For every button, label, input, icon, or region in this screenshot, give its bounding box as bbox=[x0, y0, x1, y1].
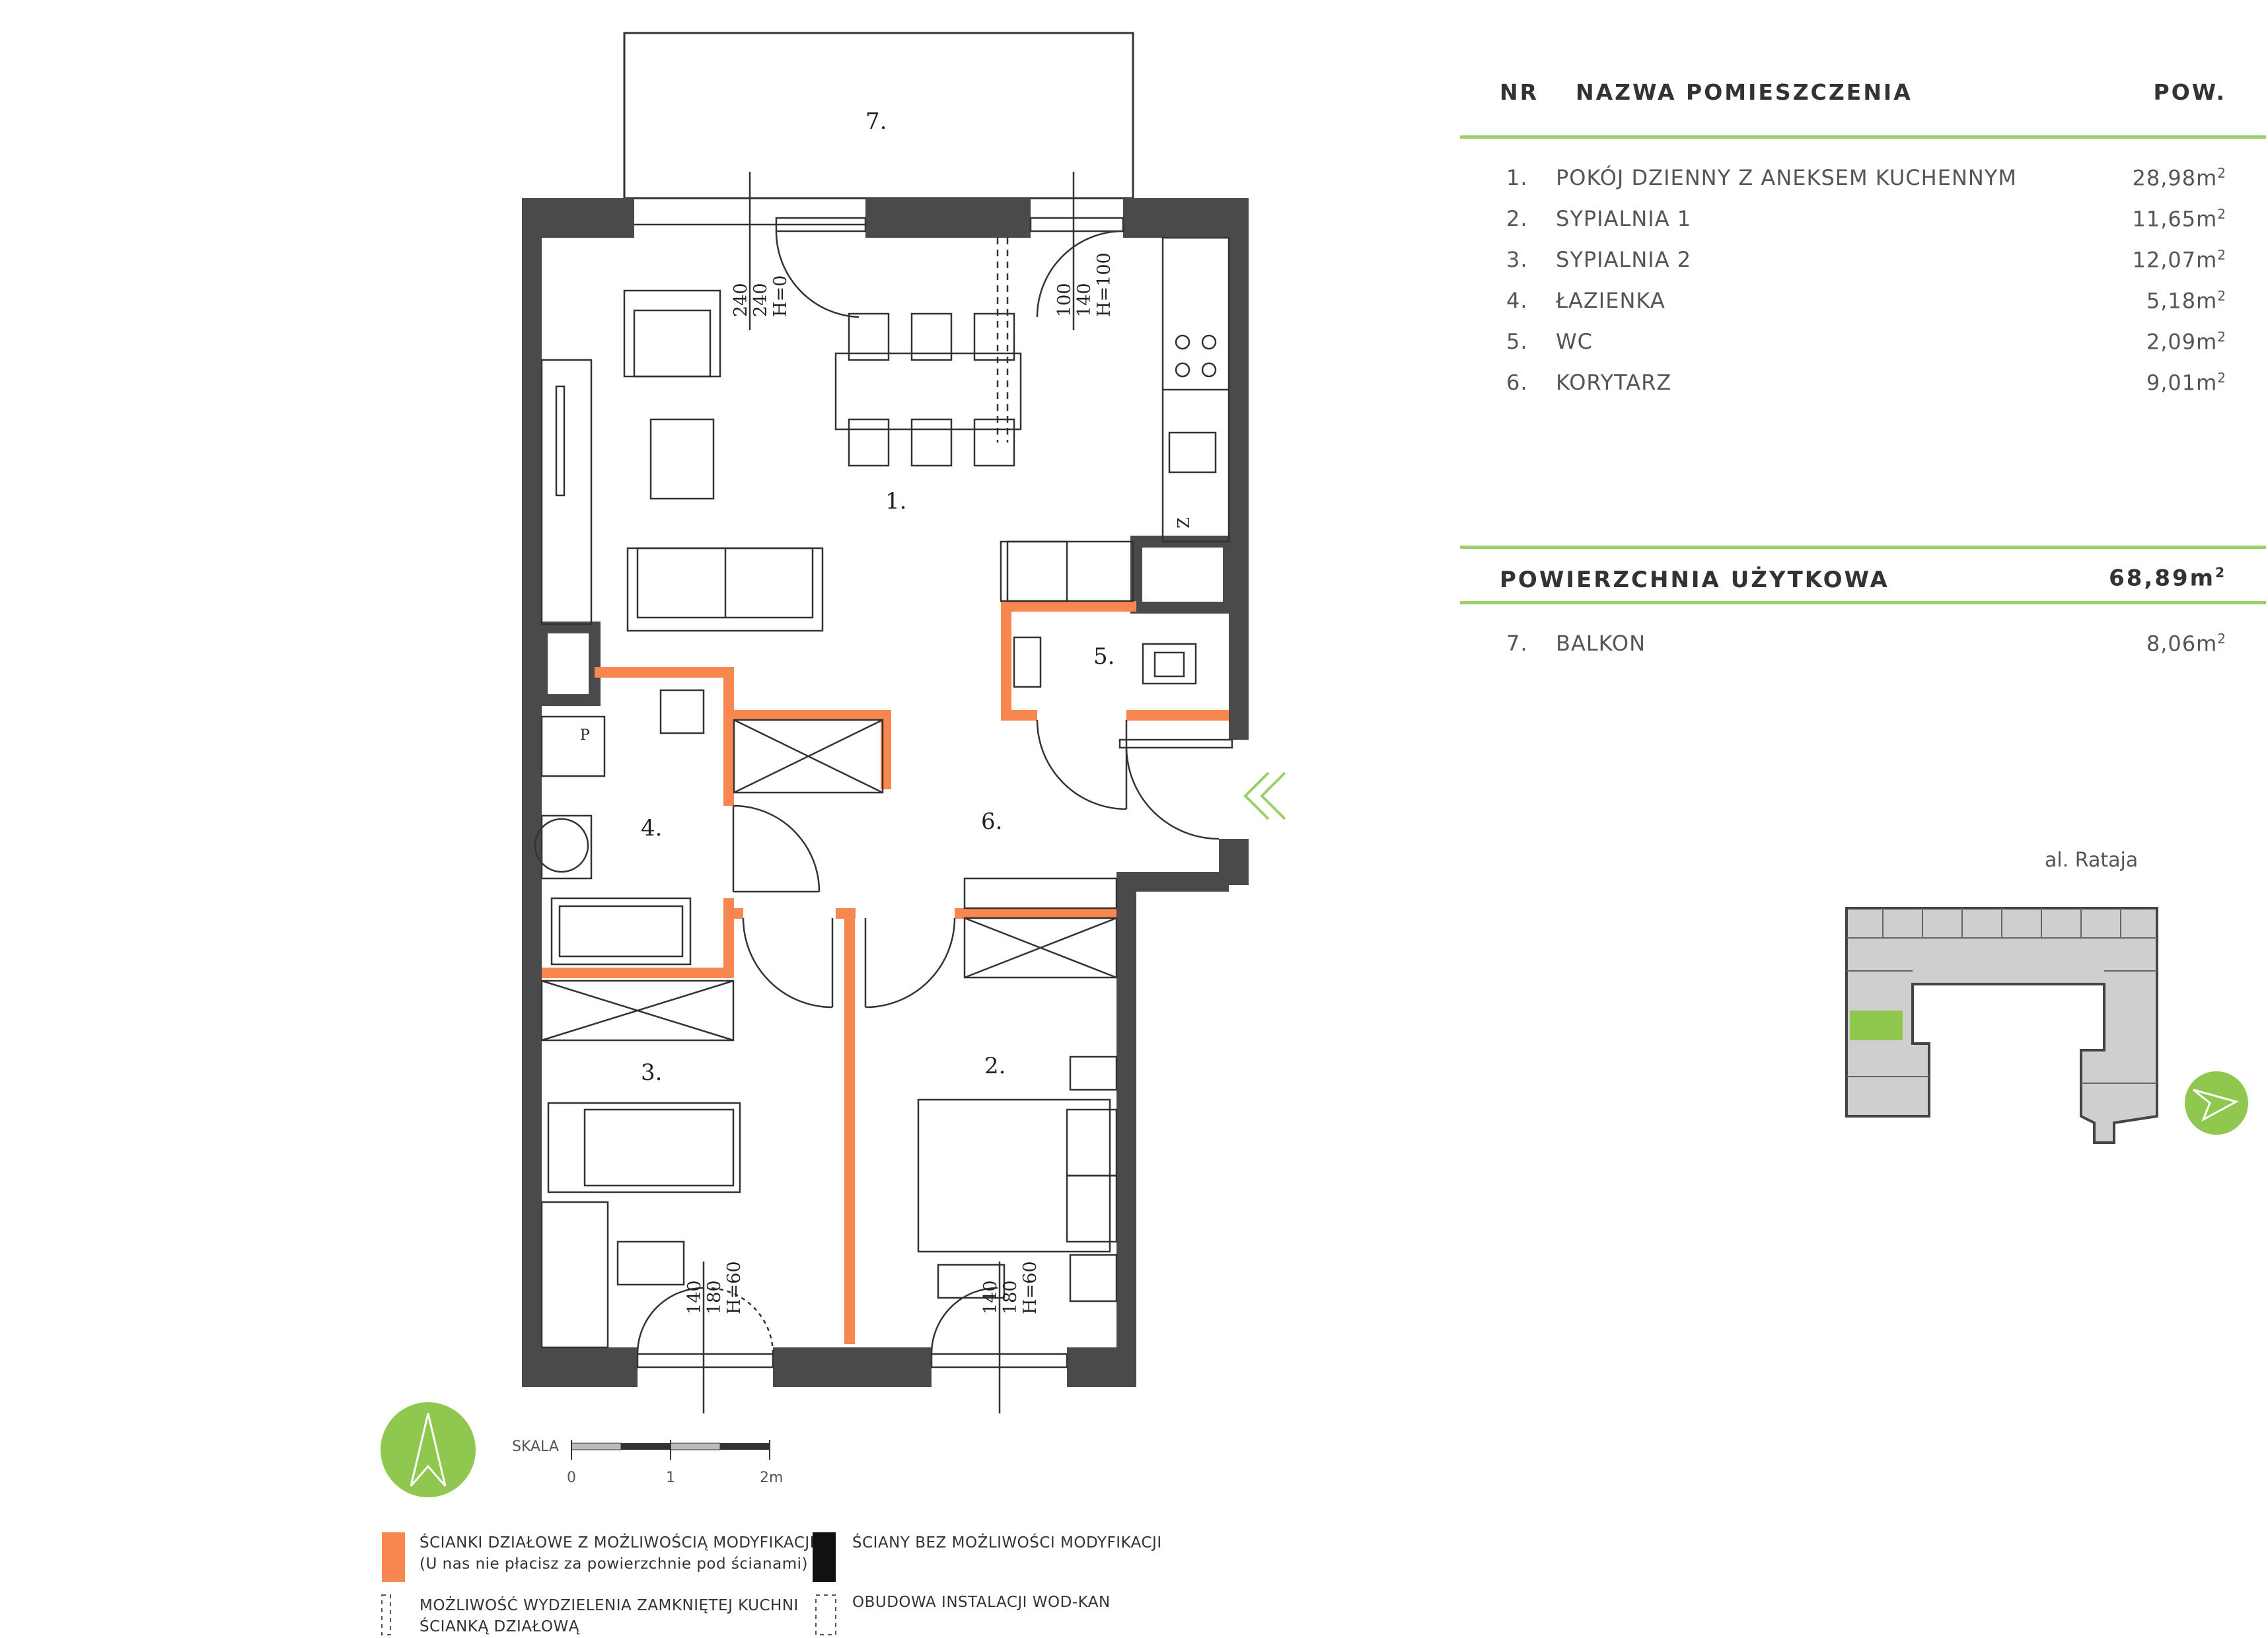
room-number-1: 1. bbox=[885, 488, 906, 515]
highlighted-unit bbox=[1850, 1011, 1903, 1040]
room-row: 3. SYPIALNIA 2 12,07m2 bbox=[1506, 247, 2226, 273]
room-number-labels: 1. 2. 3. 4. 5. 6. 7. bbox=[641, 108, 1115, 1086]
window-dim-text: 140 bbox=[1074, 283, 1095, 317]
header-area: POW. bbox=[2153, 79, 2226, 105]
window-dim-text: H=60 bbox=[724, 1261, 745, 1314]
header-nr: NR bbox=[1500, 79, 1539, 105]
legend-modifiable-walls: ŚCIANKI DZIAŁOWE Z MOŻLIWOŚCIĄ MODYFIKAC… bbox=[420, 1534, 815, 1573]
modifiable-partitions bbox=[542, 601, 1229, 1344]
window-dimension-labels: 240 240 H=0 100 140 H=100 140 180 H=60 1… bbox=[580, 252, 1193, 1314]
room-number-6: 6. bbox=[981, 808, 1002, 835]
window-dim-text: 100 bbox=[1054, 283, 1075, 317]
legend-swatch-modifiable bbox=[382, 1532, 405, 1582]
legend-fixed-walls: ŚCIANY BEZ MOŻLIWOŚCI MODYFIKACJI bbox=[852, 1534, 1162, 1551]
room-row: 4. ŁAZIENKA 5,18m2 bbox=[1506, 288, 2226, 314]
legend-swatch-installation bbox=[815, 1594, 836, 1635]
svg-text:P: P bbox=[580, 727, 590, 744]
total-value: 68,89m2 bbox=[2109, 565, 2226, 592]
room-row: 6. KORYTARZ 9,01m2 bbox=[1506, 370, 2226, 396]
header-divider bbox=[1460, 135, 2266, 139]
window-dim-text: H=60 bbox=[1020, 1261, 1041, 1314]
window-dim-text: 240 bbox=[731, 283, 751, 317]
window-dim-text: 240 bbox=[750, 283, 771, 317]
svg-text:Z: Z bbox=[1175, 517, 1193, 528]
scale-tick-1: 1 bbox=[666, 1470, 675, 1486]
total-divider-bottom bbox=[1460, 601, 2266, 604]
window-dim-text: 180 bbox=[704, 1280, 725, 1314]
total-label: POWIERZCHNIA UŻYTKOWA bbox=[1500, 567, 1889, 593]
window-dim-text: 140 bbox=[980, 1280, 1001, 1314]
legend-swatch-kitchen bbox=[381, 1594, 391, 1635]
site-compass-icon bbox=[2185, 1071, 2248, 1135]
north-compass-icon bbox=[381, 1402, 476, 1497]
fixed-walls bbox=[522, 198, 1249, 1387]
room-row: 2. SYPIALNIA 1 11,65m2 bbox=[1506, 206, 2226, 232]
total-divider-top bbox=[1460, 546, 2266, 549]
room-row: 5. WC 2,09m2 bbox=[1506, 329, 2226, 355]
window-dim-text: 180 bbox=[1000, 1280, 1021, 1314]
entrance-arrow-icon bbox=[1243, 771, 1286, 820]
legend-swatch-fixed bbox=[813, 1532, 836, 1582]
room-number-7: 7. bbox=[865, 108, 887, 135]
window-dim-text: 140 bbox=[684, 1280, 705, 1314]
window-dim-text: H=100 bbox=[1094, 252, 1115, 317]
room-row: 1. POKÓJ DZIENNY Z ANEKSEM KUCHENNYM 28,… bbox=[1506, 165, 2226, 191]
room-number-3: 3. bbox=[641, 1059, 662, 1086]
window-dim-text: H=0 bbox=[770, 275, 791, 317]
legend-installation: OBUDOWA INSTALACJI WOD-KAN bbox=[852, 1594, 1111, 1611]
site-map bbox=[1845, 907, 2158, 1144]
street-label: al. Rataja bbox=[2045, 849, 2139, 872]
furniture bbox=[534, 172, 1233, 1413]
room-number-5: 5. bbox=[1093, 643, 1115, 670]
scale-tick-2: 2m bbox=[760, 1470, 784, 1486]
room-number-2: 2. bbox=[984, 1053, 1006, 1079]
room-number-4: 4. bbox=[641, 815, 662, 841]
legend-kitchen-option: MOŻLIWOŚĆ WYDZIELENIA ZAMKNIĘTEJ KUCHNI … bbox=[420, 1597, 799, 1635]
balcony-row: 7. BALKON 8,06m2 bbox=[1506, 631, 2226, 657]
scale-tick-0: 0 bbox=[567, 1470, 576, 1486]
header-name: NAZWA POMIESZCZENIA bbox=[1576, 79, 1913, 105]
scale-bar bbox=[571, 1440, 770, 1460]
scale-label: SKALA bbox=[512, 1439, 559, 1455]
